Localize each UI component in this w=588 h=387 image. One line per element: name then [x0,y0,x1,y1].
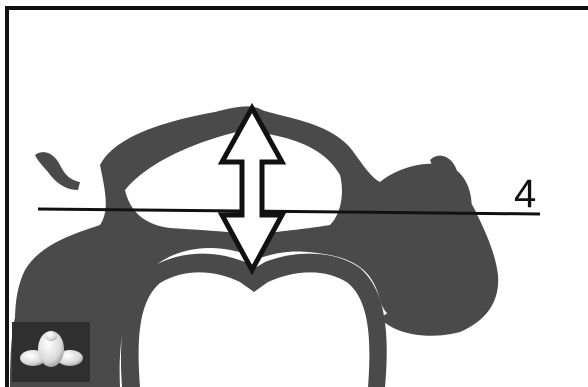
trabecular-speck [294,232,306,244]
trabecular-speck [205,231,215,241]
trabecular-speck [105,243,115,253]
trabecular-speck [464,259,476,271]
orientation-widget [12,322,90,382]
trabecular-speck [321,228,329,236]
right-lateral-mass [380,155,499,336]
trabecular-speck [450,285,460,295]
slice-label: 4 [514,172,536,216]
transverse-foramen-ring [362,179,455,251]
left-lateral-fragment [35,152,80,190]
figure-frame [5,6,588,387]
slice-line [37,207,541,216]
arrow-outline [217,102,287,276]
vertebra-orientation-3d-icon [20,331,83,367]
trabecular-speck [421,301,429,309]
spinal-canal-ring [120,253,387,387]
left-lateral-mass [10,264,118,387]
double-headed-arrow-icon [217,102,287,276]
trabecular-speck [54,294,66,306]
trabecular-speck [144,234,156,246]
